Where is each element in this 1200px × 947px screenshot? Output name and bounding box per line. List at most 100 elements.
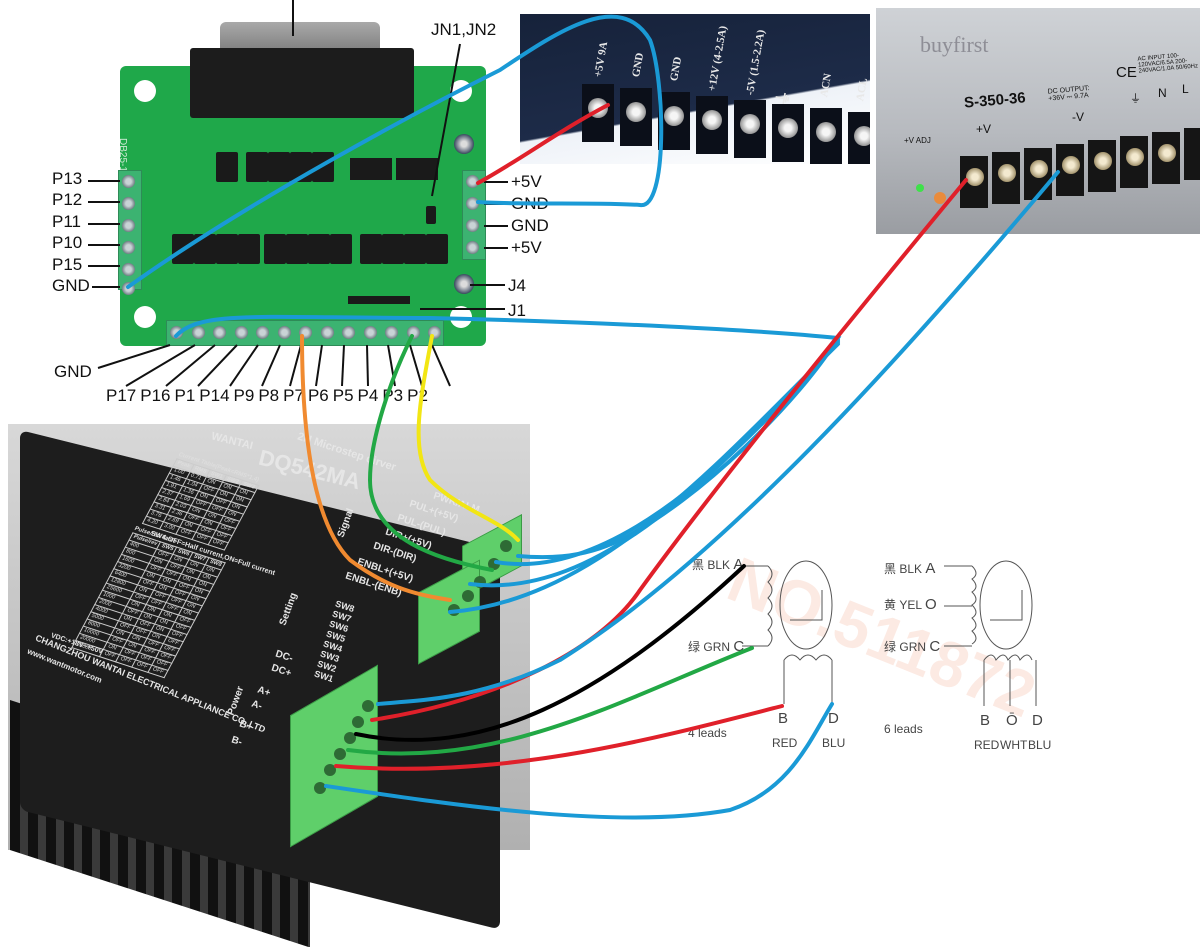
- optocoupler-chip: [246, 152, 268, 182]
- pin-label-p12: P12: [52, 190, 83, 209]
- terminal-screw: [466, 197, 479, 210]
- power-led: [916, 184, 924, 192]
- terminal-screw: [213, 326, 226, 339]
- terminal-screw: [122, 175, 135, 188]
- optocoupler-chip: [360, 234, 382, 264]
- motor4-pin-d: D: [828, 710, 839, 727]
- motor4-lead-c: 绿 GRN C: [688, 638, 745, 655]
- optocoupler-chip: [264, 234, 286, 264]
- psu5-terminal-label: +12V (4-2.5A): [706, 24, 730, 92]
- pin-label-p10: P10: [52, 233, 83, 252]
- terminal-screw: [122, 219, 135, 232]
- psu36-group-neg: -V: [1072, 110, 1084, 124]
- terminal-screw: [966, 168, 984, 186]
- optocoupler-chip: [268, 152, 290, 182]
- motor6-color-blu: BLU: [1028, 738, 1052, 752]
- ce-mark-icon: CE: [1116, 64, 1137, 81]
- leader-line: [341, 344, 345, 387]
- psu5-terminal-label: GND: [668, 55, 685, 82]
- motor4-lead-a: 黑 BLK A: [692, 556, 744, 573]
- terminal-screw: [363, 326, 377, 339]
- motor4-color-red: RED: [772, 736, 798, 750]
- leader-line: [165, 344, 216, 387]
- terminal-screw: [234, 326, 248, 339]
- pin-label-gnd-1: GND: [511, 194, 549, 213]
- terminal-screw: [588, 98, 608, 118]
- psu5-terminal-label: +5V 9A: [592, 40, 611, 78]
- optocoupler-chip: [286, 234, 308, 264]
- leader-line: [97, 344, 171, 369]
- pin-label-p3: P3: [382, 386, 404, 405]
- label-j4: J4: [508, 276, 526, 295]
- psu5-terminal-label: -5V (1.5-2.2A): [744, 28, 768, 96]
- leader-line: [197, 344, 238, 387]
- terminal-screw: [406, 326, 420, 339]
- terminal-screw: [256, 326, 269, 339]
- terminal-screw: [385, 326, 398, 339]
- pin-label-p9: P9: [233, 386, 255, 405]
- psu36-model: S-350-36: [963, 89, 1027, 112]
- leader-line: [431, 344, 451, 387]
- terminal-screw: [778, 118, 798, 138]
- terminal-screw: [1094, 152, 1112, 170]
- pin-label-p8: P8: [258, 386, 280, 405]
- wire-blue-driver-pul-minus: [494, 338, 840, 567]
- mount-hole: [450, 80, 472, 102]
- psu36-group-pos: +V: [976, 122, 992, 136]
- motor6-color-red: RED: [974, 738, 1000, 752]
- terminal-screw: [277, 326, 291, 339]
- motor4-color-blu: BLU: [822, 736, 846, 750]
- psu36-ac-input: AC INPUT 100-120VAC/6.5A 200-240VAC/1.0A…: [1137, 53, 1199, 75]
- pin-label-p5: P5: [332, 386, 354, 405]
- motor-watermark: NO.511872: [718, 542, 1046, 732]
- terminal-screw: [191, 326, 205, 339]
- mount-hole: [134, 306, 156, 328]
- psu-5v: +5V 9A GND GND +12V (4-2.5A) -5V (1.5-2.…: [520, 14, 870, 164]
- terminal-screw: [299, 326, 312, 339]
- terminal-screw: [740, 114, 760, 134]
- optocoupler-chip: [238, 234, 260, 264]
- terminal-screw: [342, 326, 355, 339]
- pin-label-p7: P7: [283, 386, 304, 405]
- optocoupler-chip: [216, 152, 238, 182]
- logic-chip: [396, 158, 438, 180]
- optocoupler-chip: [172, 234, 194, 264]
- terminal-screw: [466, 241, 479, 254]
- terminal-screw: [626, 102, 646, 122]
- pin-label-p1: P1: [174, 386, 196, 405]
- motor6-pin-o: Ō: [1006, 712, 1018, 729]
- leader-line: [289, 344, 302, 387]
- pin-label-gnd-left: GND: [52, 276, 90, 295]
- terminal-screw: [122, 241, 135, 254]
- optocoupler-chip: [216, 234, 238, 264]
- optocoupler-chip: [404, 234, 426, 264]
- capacitor: [454, 134, 474, 154]
- jumper-jn1-jn2: [426, 206, 436, 224]
- terminal-screw: [854, 126, 870, 146]
- terminal-screw: [320, 326, 334, 339]
- pin-label-p17: P17: [106, 386, 137, 405]
- psu5-terminal-label: GND: [630, 51, 647, 78]
- motor6-color-wht: WHT: [1000, 738, 1028, 752]
- optocoupler-chip: [426, 234, 448, 264]
- terminal-screw: [428, 326, 441, 339]
- leader-line: [366, 344, 369, 387]
- label-j1: J1: [508, 301, 526, 320]
- pin-label-gnd-2: GND: [511, 216, 549, 235]
- leader-line: [292, 0, 294, 36]
- motor6-title: 6 leads: [884, 722, 923, 736]
- pin-label-5v-1: +5V: [511, 172, 542, 191]
- logic-chip: [350, 158, 392, 180]
- psu5-terminal-label: ACN: [818, 72, 835, 98]
- terminal-screw: [122, 263, 135, 276]
- terminal-screw: [1158, 144, 1176, 162]
- jumper-label: JN1,JN2: [431, 20, 497, 39]
- leader-line: [387, 344, 396, 387]
- psu5-terminal-label: ACL: [854, 77, 870, 102]
- terminal-screw: [122, 282, 135, 295]
- mount-hole: [450, 306, 472, 328]
- terminal-screw: [1062, 156, 1080, 174]
- psu-36v: buyfirst S-350-36 DC OUTPUT: +36V ⎓ 9.7A…: [876, 8, 1200, 234]
- psu36-group-l: L: [1182, 82, 1189, 96]
- motor4-pin-b: B: [778, 710, 789, 727]
